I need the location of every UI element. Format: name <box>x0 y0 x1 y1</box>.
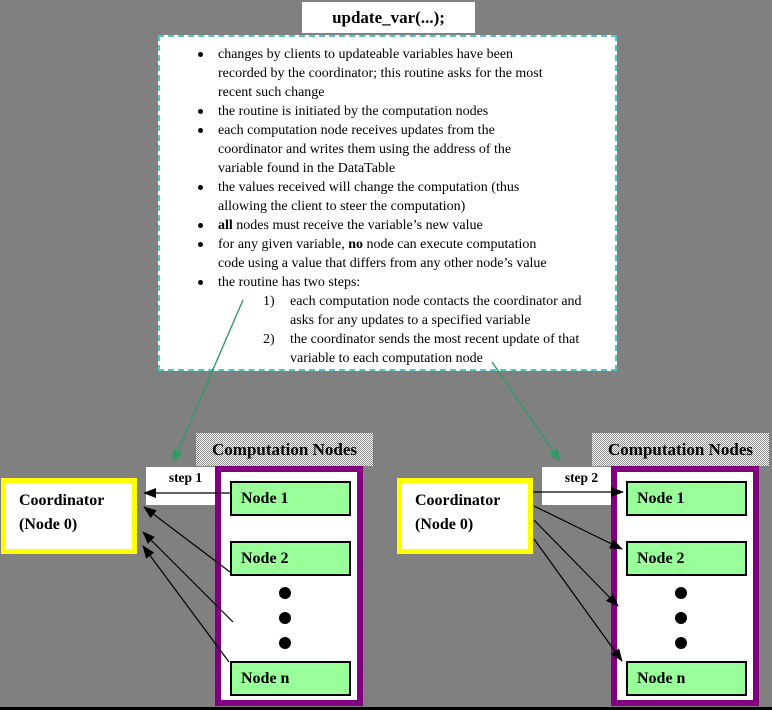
bullet-item: changes by clients to updateable variabl… <box>160 45 615 102</box>
bottom-border <box>0 707 772 710</box>
bullet-text: each computation node receives updates f… <box>218 123 512 176</box>
coordinator-label-line1: Coordinator <box>19 492 105 509</box>
node1-label: Node 1 <box>637 489 685 507</box>
number-marker: 2) <box>263 332 275 347</box>
node2-label: Node 2 <box>241 549 289 567</box>
bullet-text: the coordinator sends the most recent up… <box>290 332 580 366</box>
bullet-dot-icon <box>198 280 203 285</box>
bullet-dot-icon <box>198 128 203 133</box>
bullet-text: each computation node contacts the coord… <box>290 294 582 328</box>
bullet-item: all nodes must receive the variable’s ne… <box>160 216 615 235</box>
node2-box: Node 2 <box>626 541 747 576</box>
bullet-marker <box>196 102 218 121</box>
bullet-dot-icon <box>198 52 203 57</box>
bullet-item: for any given variable, no node can exec… <box>160 235 615 273</box>
ellipsis-dot <box>675 612 687 624</box>
bullet-text: changes by clients to updateable variabl… <box>218 47 543 100</box>
bullet-item: each computation node receives updates f… <box>160 121 615 178</box>
bullet-text: all nodes must receive the variable’s ne… <box>218 218 483 233</box>
bullet-item: the routine is initiated by the computat… <box>160 102 615 121</box>
diagram-step1: Computation Nodes step 1 Coordinator (No… <box>0 425 376 710</box>
notes-bullet-list: changes by clients to updateable variabl… <box>160 45 615 368</box>
ellipsis-dot <box>279 587 291 599</box>
bullet-dot-icon <box>198 109 203 114</box>
node1-label: Node 1 <box>241 489 289 507</box>
number-marker: 1) <box>263 294 275 309</box>
numbered-item: 2) the coordinator sends the most recent … <box>160 330 615 368</box>
noden-label: Node n <box>637 669 686 687</box>
noden-box: Node n <box>230 661 351 696</box>
node2-label: Node 2 <box>637 549 685 567</box>
computation-nodes-label: Computation Nodes <box>212 439 357 459</box>
bullet-dot-icon <box>198 223 203 228</box>
ellipsis-dot <box>675 587 687 599</box>
numbered-item: 1) each computation node contacts the coo… <box>160 292 615 330</box>
node1-box: Node 1 <box>230 481 351 516</box>
bullet-text: for any given variable, no node can exec… <box>218 237 547 271</box>
page-title: update_var(...); <box>332 7 445 27</box>
bullet-marker <box>196 45 218 64</box>
computation-nodes-header: Computation Nodes <box>592 433 769 466</box>
computation-nodes-label: Computation Nodes <box>608 439 753 459</box>
bullet-marker <box>196 121 218 140</box>
ellipsis-dot <box>279 612 291 624</box>
noden-box: Node n <box>626 661 747 696</box>
coordinator-label-line2: (Node 0) <box>19 516 78 533</box>
coordinator-label-line2: (Node 0) <box>415 516 474 533</box>
bullet-text: the values received will change the comp… <box>218 180 520 214</box>
coordinator-box: Coordinator (Node 0) <box>1 478 137 554</box>
ellipsis-dot <box>279 637 291 649</box>
bullet-item: the values received will change the comp… <box>160 178 615 216</box>
noden-label: Node n <box>241 669 290 687</box>
notes-box: changes by clients to updateable variabl… <box>158 35 617 371</box>
node2-box: Node 2 <box>230 541 351 576</box>
title-box: update_var(...); <box>302 2 475 33</box>
coordinator-box: Coordinator (Node 0) <box>397 478 533 554</box>
node1-box: Node 1 <box>626 481 747 516</box>
step1-label: step 1 <box>168 470 203 485</box>
bullet-text: the routine is initiated by the computat… <box>218 104 489 119</box>
computation-nodes-header: Computation Nodes <box>196 433 373 466</box>
bullet-dot-icon <box>198 242 203 247</box>
bullet-marker <box>196 235 218 254</box>
bullet-marker <box>196 273 218 292</box>
bullet-marker <box>196 178 218 197</box>
bullet-text: the routine has two steps: <box>218 275 361 290</box>
bullet-item: the routine has two steps: <box>160 273 615 292</box>
step1-box: step 1 <box>146 467 225 505</box>
diagram-step2: Computation Nodes step 2 Coordinator (No… <box>396 425 772 710</box>
ellipsis-dot <box>675 637 687 649</box>
step2-label: step 2 <box>564 470 599 485</box>
bullet-marker <box>196 216 218 235</box>
coordinator-label-line1: Coordinator <box>415 492 501 509</box>
bullet-dot-icon <box>198 185 203 190</box>
step2-box: step 2 <box>542 467 621 505</box>
